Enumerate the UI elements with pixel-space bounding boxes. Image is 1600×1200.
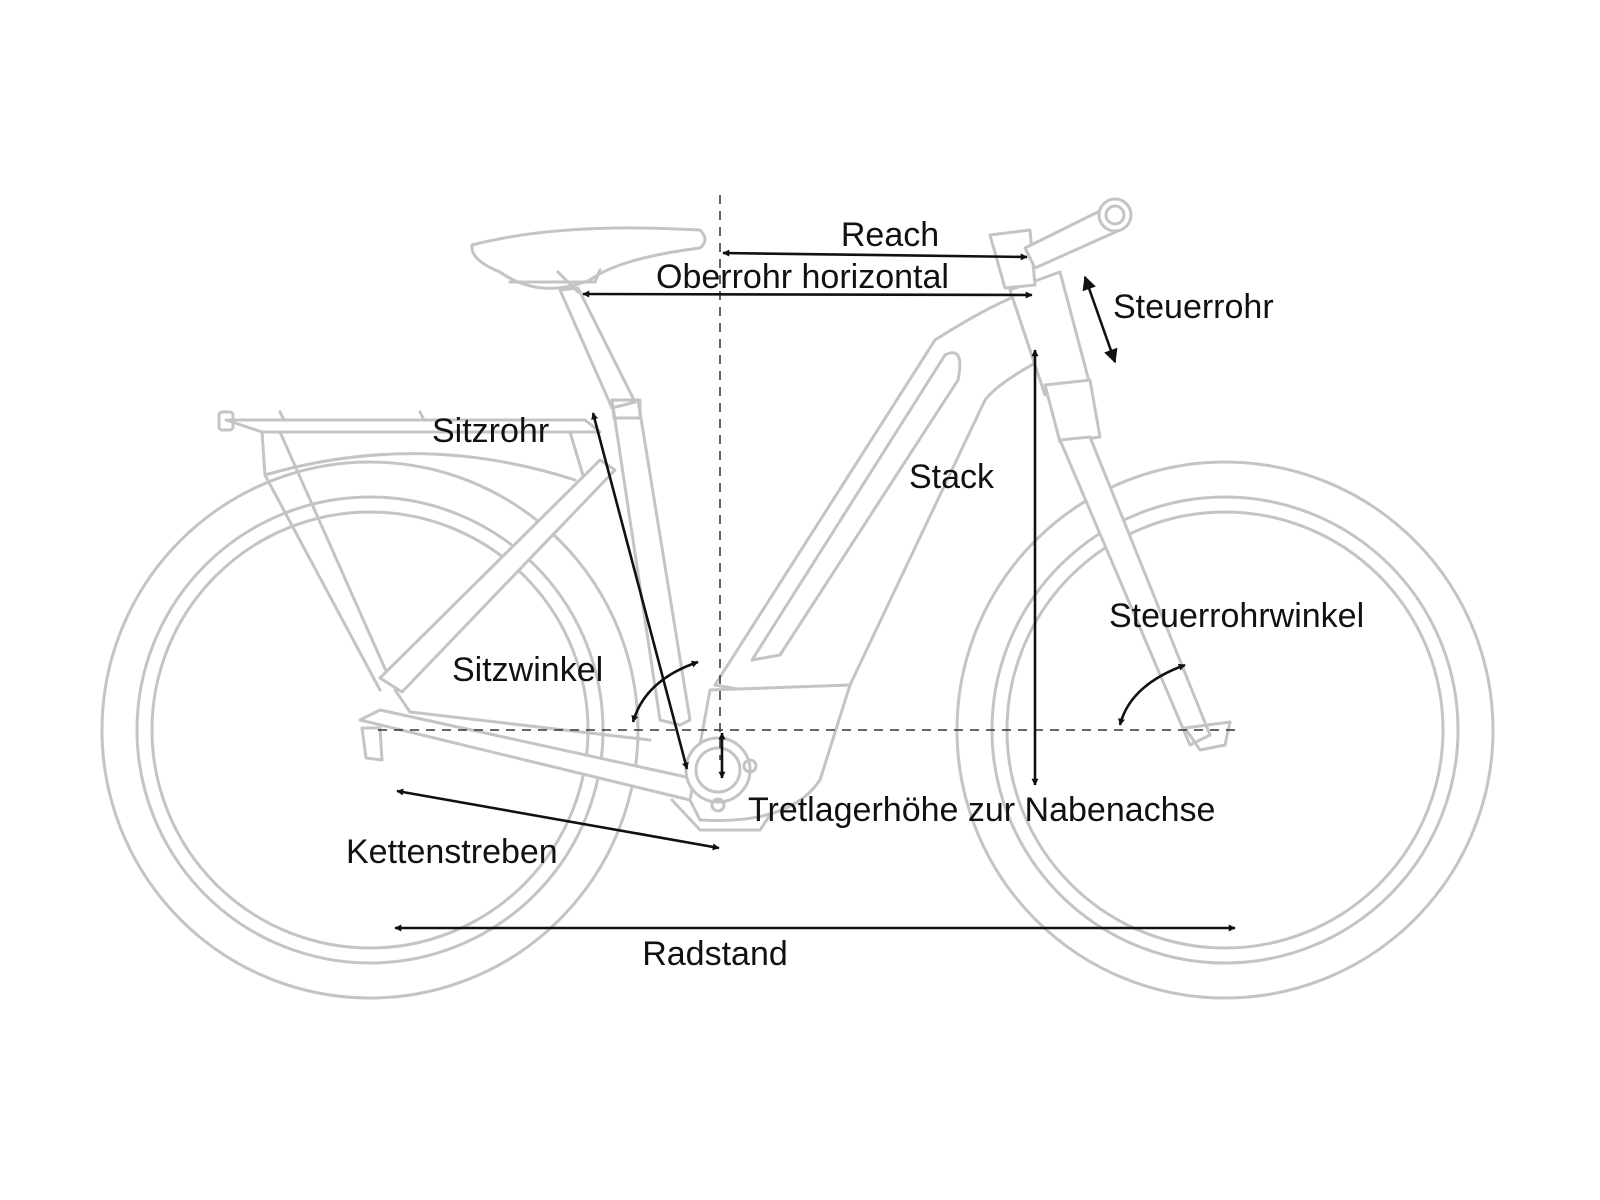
label-wheelbase: Radstand (642, 935, 788, 973)
label-top-tube-horizontal: Oberrohr horizontal (656, 258, 949, 296)
label-reach: Reach (841, 216, 939, 254)
label-stack: Stack (909, 458, 995, 496)
chainstay-arrow (396, 788, 720, 851)
label-head-tube: Steuerrohr (1113, 288, 1274, 326)
seat-angle-arc (631, 660, 699, 723)
label-seat-angle: Sitzwinkel (452, 651, 603, 689)
label-seat-tube: Sitzrohr (432, 412, 549, 450)
label-bb-height: Tretlagerhöhe zur Nabenachse (748, 791, 1215, 829)
head-tube-arrow (1082, 275, 1118, 364)
rear-triangle (358, 458, 702, 802)
label-head-tube-angle: Steuerrohrwinkel (1109, 597, 1364, 635)
head-angle-arc (1118, 663, 1186, 726)
label-chainstays: Kettenstreben (346, 833, 558, 871)
front-end (988, 197, 1232, 752)
reach-arrow (722, 249, 1028, 261)
top-tube-arrow (582, 290, 1033, 299)
